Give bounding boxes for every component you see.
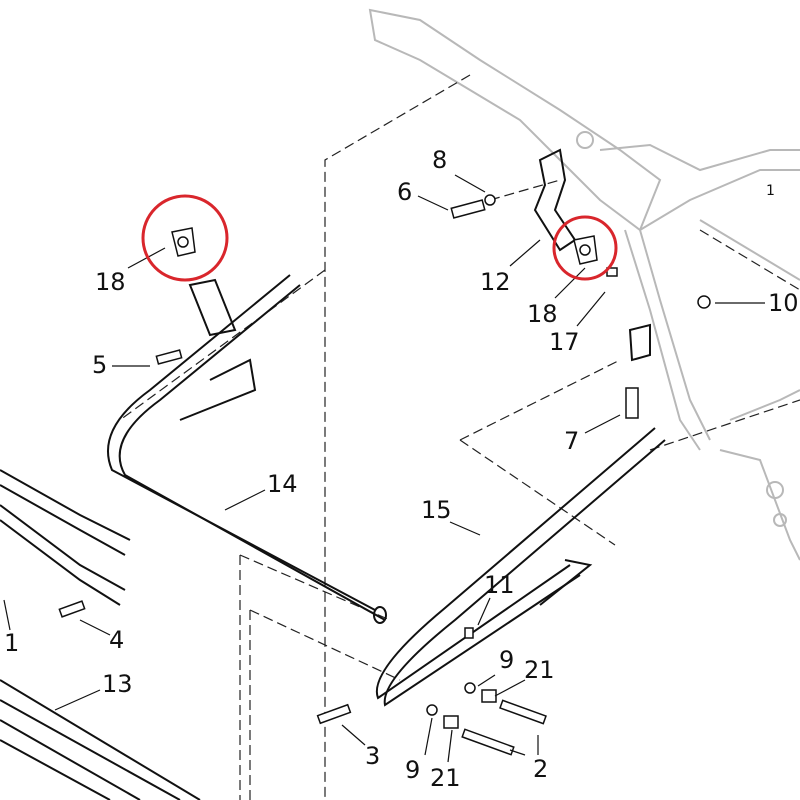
callout-21: 21 bbox=[430, 764, 461, 792]
callout-9: 9 bbox=[405, 756, 421, 784]
callout-6: 6 bbox=[397, 178, 413, 206]
highlight-circle-right bbox=[552, 215, 618, 281]
leader-lines bbox=[3, 174, 765, 763]
callout-4: 4 bbox=[109, 626, 125, 654]
callout-1-top: 1 bbox=[766, 183, 775, 199]
callout-13: 13 bbox=[102, 670, 133, 698]
callout-17: 17 bbox=[549, 328, 580, 356]
callout-10: 10 bbox=[768, 289, 799, 317]
fasteners bbox=[58, 194, 711, 756]
callout-8: 8 bbox=[432, 146, 448, 174]
highlight-circle-left bbox=[141, 194, 229, 282]
callout-12: 12 bbox=[480, 268, 511, 296]
callout-18: 18 bbox=[95, 268, 126, 296]
callout-2: 2 bbox=[533, 755, 549, 783]
callout-7: 7 bbox=[564, 427, 580, 455]
callout-3: 3 bbox=[365, 742, 381, 770]
callout-21: 21 bbox=[524, 656, 555, 684]
callout-5: 5 bbox=[92, 351, 108, 379]
motorcycle-frame bbox=[368, 8, 800, 561]
callout-18: 18 bbox=[527, 300, 558, 328]
callout-1: 1 bbox=[4, 629, 20, 657]
callout-9: 9 bbox=[499, 646, 515, 674]
callout-11: 11 bbox=[484, 571, 515, 599]
callout-15: 15 bbox=[421, 496, 452, 524]
clip-parts bbox=[171, 227, 598, 265]
callout-14: 14 bbox=[267, 470, 298, 498]
guard-bars bbox=[0, 148, 666, 800]
assembly-guide-lines bbox=[119, 74, 800, 800]
